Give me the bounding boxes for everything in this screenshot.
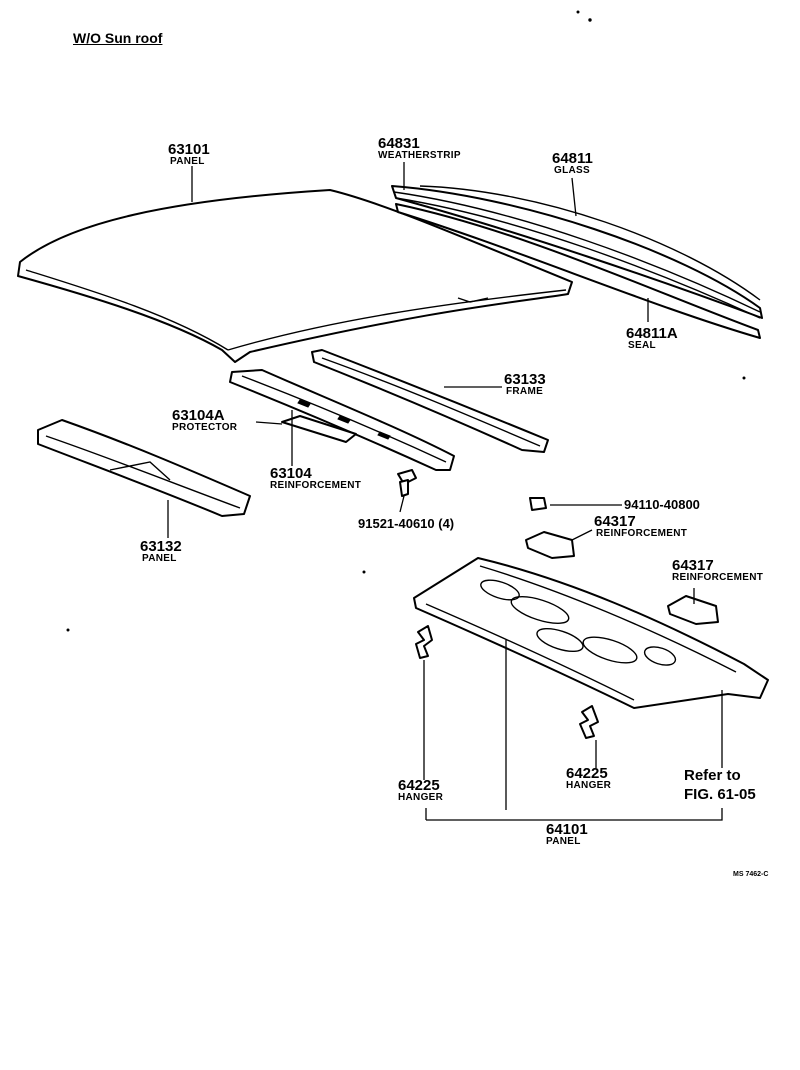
- part-63132-number: 63132: [140, 538, 182, 555]
- part-63101-name: PANEL: [170, 156, 205, 167]
- bolt-91521: [397, 469, 417, 497]
- part-63104A-number: 63104A: [172, 407, 225, 424]
- reference-line-2: FIG. 61-05: [684, 786, 756, 803]
- rear-panel-64101: [413, 557, 769, 709]
- part-63104-name: REINFORCEMENT: [270, 480, 362, 491]
- part-64317-right-name: REINFORCEMENT: [672, 572, 764, 583]
- back-glass-assembly: [391, 185, 763, 339]
- protector-63104A: [281, 415, 357, 443]
- reinforcement-64317-upper: [525, 531, 575, 559]
- part-64317-upper-number: 64317: [594, 513, 636, 530]
- hanger-64225-right: [579, 705, 599, 739]
- roof-panel-63101: [17, 189, 573, 363]
- part-64101-number: 64101: [546, 821, 588, 838]
- part-94110-number: 94110-40800: [624, 497, 700, 512]
- drawing-code: MS 7462-C: [733, 871, 769, 878]
- part-63104-number: 63104: [270, 465, 312, 482]
- variant-title: W/O Sun roof: [73, 30, 163, 46]
- part-63133-number: 63133: [504, 371, 546, 388]
- part-64811-name: GLASS: [554, 165, 590, 176]
- frame-63133: [311, 349, 549, 453]
- reference-line-1: Refer to: [684, 767, 741, 784]
- reinforcement-63104: [229, 369, 455, 471]
- part-91521-number: 91521-40610 (4): [358, 516, 455, 531]
- part-64317-upper-name: REINFORCEMENT: [596, 528, 688, 539]
- scan-specks: [66, 10, 746, 632]
- part-64101-name: PANEL: [546, 836, 581, 847]
- leader-lines: [167, 162, 723, 821]
- panel-63132: [37, 419, 251, 517]
- part-64225-right-name: HANGER: [566, 780, 612, 791]
- part-64831-name: WEATHERSTRIP: [378, 150, 461, 161]
- part-64225-left-name: HANGER: [398, 792, 444, 803]
- part-63133-name: FRAME: [506, 386, 544, 397]
- part-64811A-number: 64811A: [626, 325, 678, 342]
- nut-94110: [529, 497, 547, 511]
- part-64225-right-number: 64225: [566, 765, 608, 782]
- part-64317-right-number: 64317: [672, 557, 714, 574]
- part-63132-name: PANEL: [142, 553, 177, 564]
- part-63101-number: 63101: [168, 141, 210, 158]
- part-64811-number: 64811: [552, 150, 593, 167]
- part-64225-left-number: 64225: [398, 777, 440, 794]
- part-64831-number: 64831: [378, 135, 420, 152]
- part-63104A-name: PROTECTOR: [172, 422, 238, 433]
- part-64811A-name: SEAL: [628, 340, 656, 351]
- hanger-64225-left: [415, 625, 433, 659]
- reinforcement-64317-right: [667, 595, 719, 625]
